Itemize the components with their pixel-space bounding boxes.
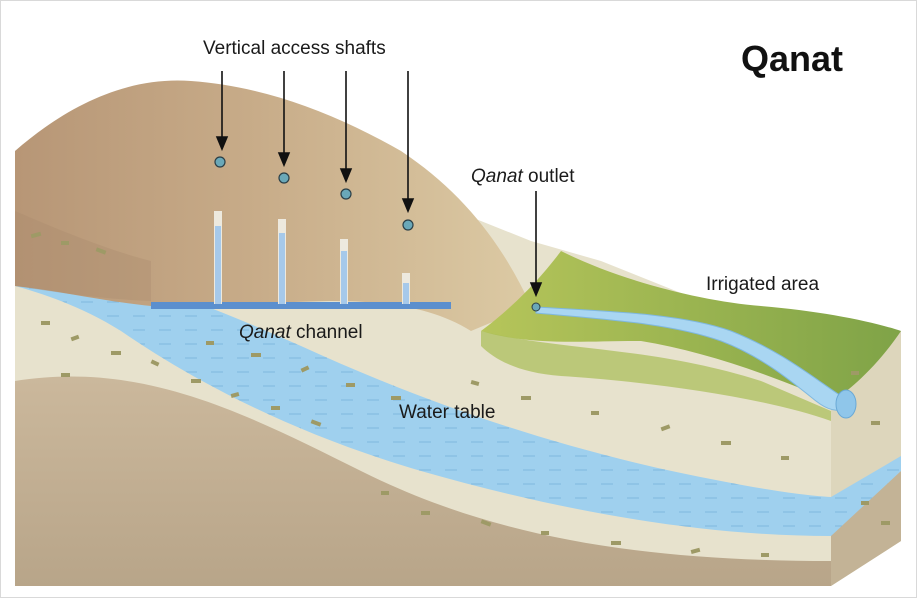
label-vertical-access-shafts: Vertical access shafts — [203, 38, 386, 59]
label-qanat-channel-rest: channel — [290, 322, 363, 343]
rock-specks — [30, 231, 890, 557]
label-qanat-outlet: Qanat outlet — [471, 167, 575, 186]
label-qanat-outlet-italic: Qanat — [471, 166, 523, 187]
qanat-channel — [151, 302, 451, 309]
label-qanat-channel: Qanat channel — [239, 323, 363, 342]
water-table-band — [15, 246, 901, 536]
shaft-openings — [214, 156, 541, 312]
vertical-shafts — [214, 211, 410, 304]
label-water-table: Water table — [399, 402, 496, 423]
irrigation-stream — [535, 306, 854, 412]
diagram-title: Qanat — [741, 38, 844, 79]
brown-hill — [15, 80, 531, 331]
stream-mouth — [835, 389, 857, 419]
label-qanat-channel-italic: Qanat — [239, 322, 291, 343]
pointer-arrows — [215, 71, 543, 298]
label-irrigated-area: Irrigated area — [706, 274, 820, 295]
bedrock-layer — [15, 376, 831, 586]
label-qanat-outlet-rest: outlet — [522, 166, 575, 187]
